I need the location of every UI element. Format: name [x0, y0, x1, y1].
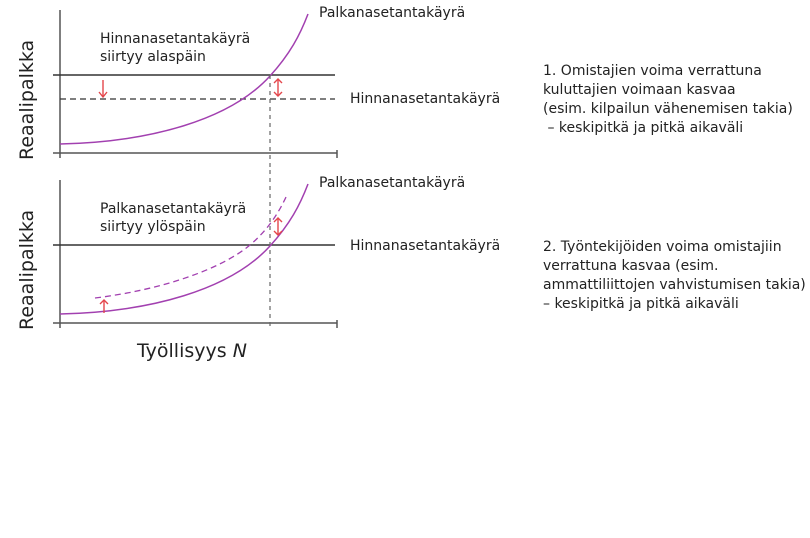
note-1: 1. Omistajien voima verrattuna kuluttaji… — [543, 63, 793, 136]
double-arrow-icon — [273, 78, 283, 97]
bottom-y-axis-label: Reaalipalkka — [16, 209, 38, 330]
top-panel-graph — [53, 10, 338, 170]
top-annotation-line2: siirtyy alaspäin — [100, 49, 206, 65]
top-annotation-line1: Hinnanasetantakäyrä — [100, 31, 251, 47]
x-axis-label: Työllisyys N — [137, 340, 247, 362]
down-arrow-icon — [98, 80, 108, 99]
bottom-price-curve-label: Hinnanasetantakäyrä — [350, 238, 501, 254]
x-axis-label-text: Työllisyys — [137, 340, 233, 362]
wage-setting-curve-shifted — [94, 194, 288, 299]
bottom-annotation-line2: siirtyy ylöspäin — [100, 219, 206, 235]
double-arrow-icon — [273, 217, 283, 236]
top-wage-curve-label: Palkanasetantakäyrä — [319, 5, 466, 21]
bottom-annotation-line1: Palkanasetantakäyrä — [100, 201, 247, 217]
bottom-panel-graph — [53, 170, 338, 330]
wage-setting-curve — [59, 13, 309, 145]
top-y-axis-label: Reaalipalkka — [16, 39, 38, 160]
wage-setting-curve-original — [59, 183, 309, 315]
up-arrow-icon — [99, 299, 109, 313]
note-2: 2. Työntekijöiden voima omistajiin verra… — [543, 239, 806, 312]
top-price-curve-label: Hinnanasetantakäyrä — [350, 91, 501, 107]
x-axis-variable: N — [232, 340, 247, 362]
bottom-wage-curve-label: Palkanasetantakäyrä — [319, 175, 466, 191]
